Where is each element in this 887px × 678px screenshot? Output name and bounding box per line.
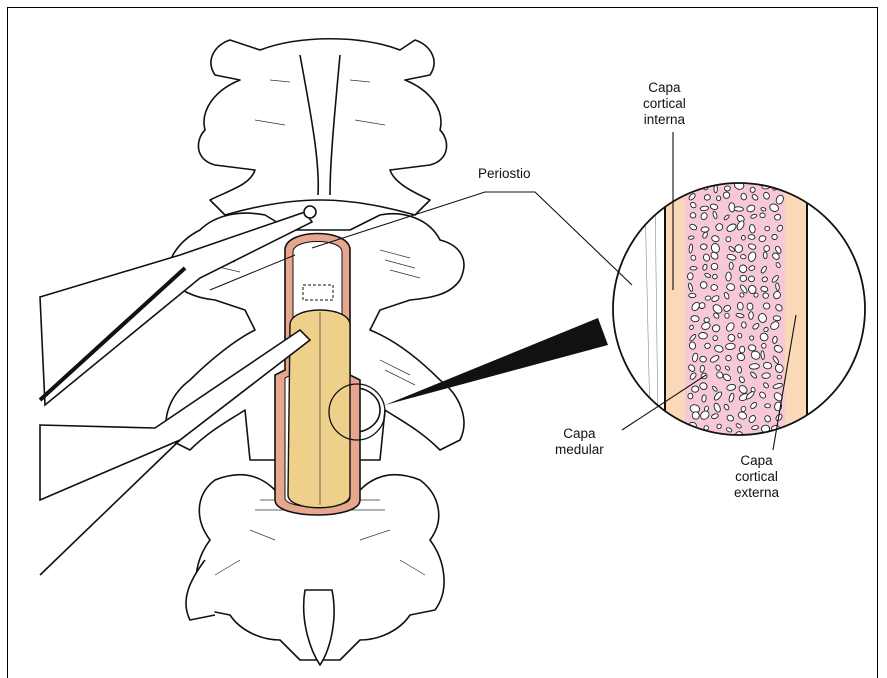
pore xyxy=(724,435,730,443)
pore xyxy=(737,302,744,310)
pore xyxy=(734,206,744,211)
pore xyxy=(739,265,747,273)
pore xyxy=(725,313,730,318)
pore xyxy=(724,186,730,191)
pore xyxy=(691,315,700,322)
pore xyxy=(690,185,695,190)
pore xyxy=(750,187,756,193)
pore xyxy=(748,234,755,239)
pore xyxy=(704,317,710,323)
pore xyxy=(691,432,701,442)
pore xyxy=(748,276,755,283)
outer-cortical-band xyxy=(785,180,807,440)
pore xyxy=(741,235,745,240)
pore xyxy=(763,302,771,309)
pore xyxy=(716,196,721,201)
pore xyxy=(699,356,706,363)
pore xyxy=(711,284,718,290)
pore xyxy=(741,322,746,329)
pore xyxy=(764,436,768,443)
pore xyxy=(754,293,759,298)
pore xyxy=(765,226,770,231)
pore xyxy=(740,275,747,282)
label-outer-cortical: Capa cortical externa xyxy=(734,453,779,501)
pore xyxy=(749,312,754,320)
pore xyxy=(729,262,733,269)
pore xyxy=(701,395,706,403)
pore xyxy=(692,412,699,420)
pore xyxy=(763,252,767,259)
pore xyxy=(737,366,741,373)
pore xyxy=(705,296,711,301)
pore xyxy=(726,272,732,281)
pore xyxy=(700,244,707,250)
pore xyxy=(777,375,782,380)
medullary-band xyxy=(685,180,785,440)
inner-cortical-band xyxy=(665,180,685,440)
pore xyxy=(761,351,765,360)
pore xyxy=(740,254,746,259)
pore xyxy=(760,213,766,218)
pore xyxy=(740,193,747,201)
pore xyxy=(747,303,753,310)
graft-site xyxy=(275,234,360,516)
pore xyxy=(701,226,709,232)
label-periosteum: Periostio xyxy=(478,166,531,182)
pore xyxy=(712,335,718,341)
pore xyxy=(690,212,697,218)
pore xyxy=(699,332,708,339)
pore xyxy=(725,236,731,242)
pore xyxy=(765,404,771,408)
pore xyxy=(690,267,697,270)
pore xyxy=(711,263,718,270)
pore xyxy=(772,234,778,240)
pore xyxy=(703,435,711,441)
pore xyxy=(688,236,694,240)
pore xyxy=(687,273,693,280)
pore xyxy=(739,346,745,353)
label-inner-cortical: Capa cortical interna xyxy=(643,80,686,128)
pore xyxy=(762,372,771,379)
label-medullary: Capa medular xyxy=(555,426,604,458)
pore xyxy=(700,365,705,373)
pore xyxy=(688,393,693,399)
pore xyxy=(691,386,699,393)
pore xyxy=(749,363,759,369)
pore xyxy=(749,336,754,341)
pore xyxy=(773,315,781,321)
pore xyxy=(689,293,696,297)
